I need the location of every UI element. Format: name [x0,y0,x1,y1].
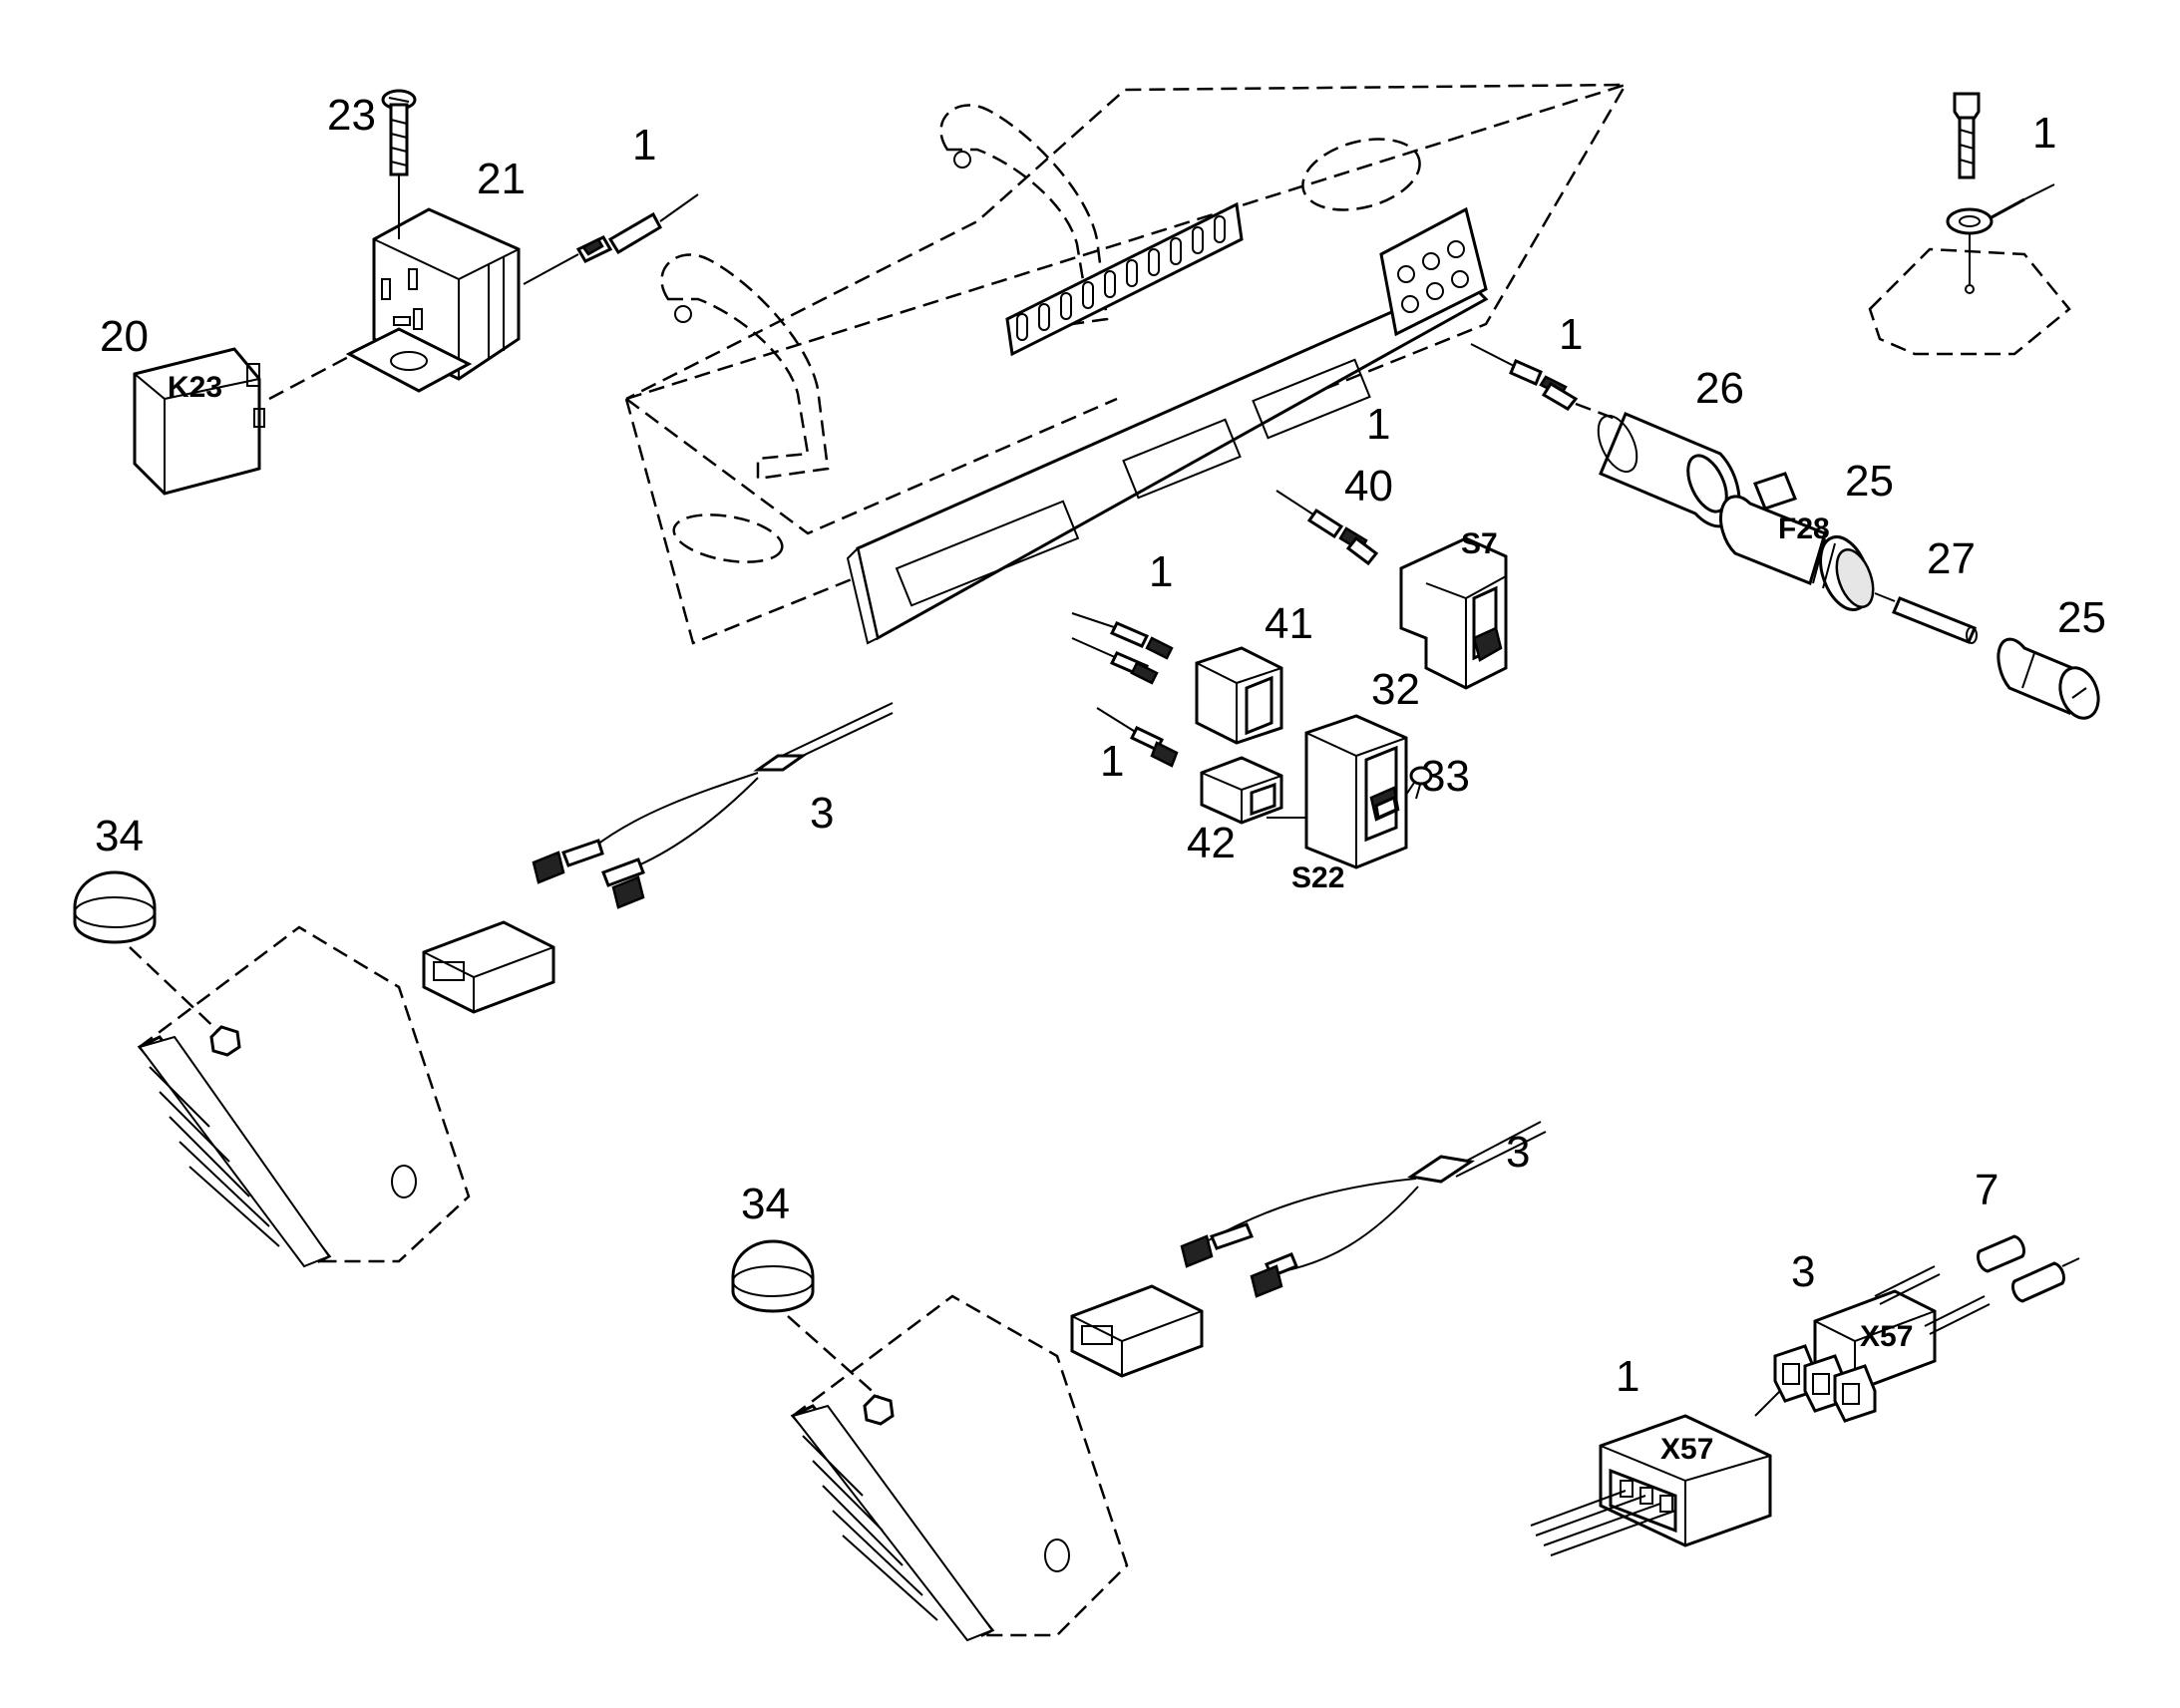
switch-s7-tag: S7 [1461,527,1498,560]
switch-s22: S22 [1291,714,1408,894]
callout-42: 42 [1187,819,1236,867]
callout-3-conn: 3 [1791,1247,1815,1296]
connector-x57-female: X57 [1530,1414,1772,1556]
relay-screw [381,89,417,239]
wire-terminal-40 [1275,490,1379,566]
callout-40: 40 [1344,462,1393,511]
callout-1-relay: 1 [632,121,656,170]
connector-x57-male: X57 [1773,1265,1991,1423]
relay-tag: K23 [168,371,222,404]
wire-terminals-pair [1071,612,1179,768]
callout-1-conn: 1 [1616,1352,1639,1401]
callout-1-fuse: 1 [1559,310,1583,359]
callout-3-lower: 3 [1506,1128,1530,1177]
fuse-cartridge [1874,592,1978,644]
connector-housing-42 [1200,756,1283,825]
crimp-sleeves [1977,1234,2080,1303]
callout-labels: 23 21 1 20 1 1 26 1 40 25 1 41 27 25 32 … [95,91,2106,1401]
callout-1-left-b: 1 [1100,737,1124,786]
switch-s7: S7 [1399,527,1508,690]
fuse-holder-f28: F28 [1719,472,1875,611]
callout-20: 20 [100,312,149,361]
fuse-sleeve [1597,412,1741,528]
dashboard-panel [624,83,1628,645]
callout-1-ring: 1 [2032,109,2056,158]
switch-s22-tag: S22 [1291,861,1344,894]
harness-lower-housing [1070,1284,1204,1378]
callout-1-left-a: 1 [1149,547,1173,596]
connector-male-tag: X57 [1860,1320,1913,1353]
switch-lamp [1405,766,1433,800]
harness-upper [532,702,894,909]
callout-41: 41 [1265,599,1313,648]
callout-1-panel: 1 [1366,400,1390,449]
harness-upper-housing [422,920,555,1014]
fuse-tag: F28 [1778,512,1830,545]
relay-socket [345,207,521,393]
lamp-cap-upper [73,870,225,1038]
callout-32: 32 [1371,665,1420,714]
connector-housing-41 [1195,646,1283,745]
harness-lower [1180,1121,1547,1298]
lamp-cap-lower [731,1239,879,1397]
callout-25-cap: 25 [2057,593,2106,642]
connector-leader [1754,1390,1781,1417]
relay-k23: K23 [133,347,355,496]
ground-ring-terminal [1868,92,2071,356]
callout-27: 27 [1927,534,1976,583]
callout-33: 33 [1421,752,1470,801]
fuse-cap [1997,637,2100,720]
callout-34-upper: 34 [95,812,144,860]
callout-3-upper: 3 [810,789,834,838]
callout-26: 26 [1695,364,1744,413]
connector-female-tag: X57 [1660,1433,1713,1466]
lamp-body-lower [790,1294,1129,1642]
callout-7: 7 [1975,1166,1998,1214]
callout-34-lower: 34 [741,1180,790,1228]
fuse-wire-terminal [1470,343,1617,421]
callout-25-holder: 25 [1845,457,1894,506]
callout-23: 23 [327,91,376,140]
relay-cable-terminal [523,193,699,285]
callout-21: 21 [477,155,526,203]
lamp-body-upper [137,925,471,1268]
